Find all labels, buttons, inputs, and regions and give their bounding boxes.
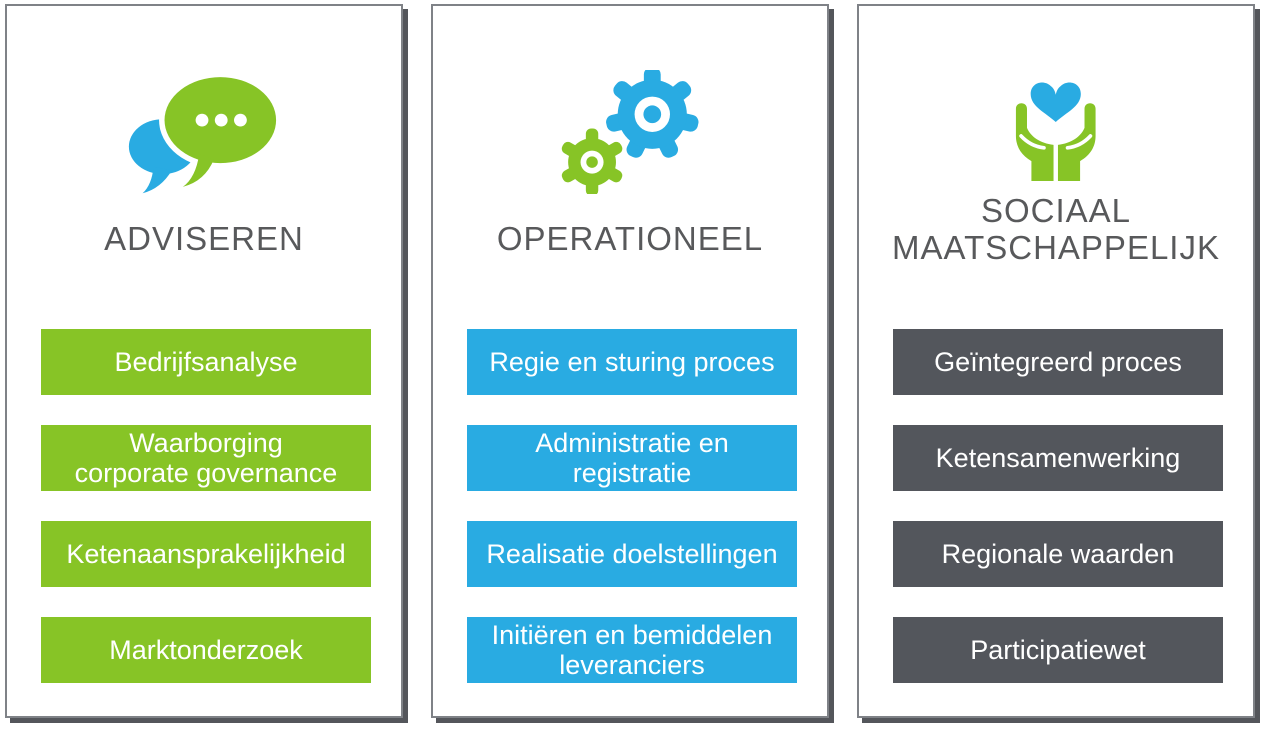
list-item: Ketensamenwerking xyxy=(893,425,1223,491)
panel-operationeel: OPERATIONEEL Regie en sturing proces Adm… xyxy=(431,4,829,718)
speech-bubbles-icon xyxy=(129,71,282,194)
blue-gear xyxy=(605,70,699,158)
hands-heart-icon xyxy=(1016,82,1098,181)
list-item: Geïntegreerd proces xyxy=(893,329,1223,395)
panel-title-operationeel: OPERATIONEEL xyxy=(496,220,764,257)
list-item: Realisatie doelstellingen xyxy=(467,521,797,587)
panel-sociaal-maatschappelijk: SOCIAAL MAATSCHAPPELIJK Geïntegreerd pro… xyxy=(857,4,1255,718)
list-item: Regionale waarden xyxy=(893,521,1223,587)
list-item: Initiëren en bemiddelen leveranciers xyxy=(467,617,797,683)
button-list-adviseren: Bedrijfsanalyse Waarborging corporate go… xyxy=(41,329,371,713)
list-item: Regie en sturing proces xyxy=(467,329,797,395)
panel-title-adviseren: ADVISEREN xyxy=(104,220,304,257)
list-item: Participatiewet xyxy=(893,617,1223,683)
button-list-operationeel: Regie en sturing proces Administratie en… xyxy=(467,329,797,713)
list-item: Ketenaansprakelijkheid xyxy=(41,521,371,587)
gears-icon xyxy=(561,70,699,194)
icon-box xyxy=(433,66,827,198)
list-item: Bedrijfsanalyse xyxy=(41,329,371,395)
green-bubble xyxy=(164,77,277,187)
panel-title-sociaal: SOCIAAL MAATSCHAPPELIJK xyxy=(892,192,1220,266)
hand-shape xyxy=(1016,103,1054,181)
list-item: Marktonderzoek xyxy=(41,617,371,683)
icon-box xyxy=(7,66,401,198)
list-item: Administratie en registratie xyxy=(467,425,797,491)
icon-box xyxy=(859,62,1253,182)
list-item: Waarborging corporate governance xyxy=(41,425,371,491)
bubble-dots xyxy=(195,113,247,127)
panel-adviseren: ADVISEREN Bedrijfsanalyse Waarborging co… xyxy=(5,4,403,718)
button-list-sociaal: Geïntegreerd proces Ketensamenwerking Re… xyxy=(893,329,1223,713)
heart-shape xyxy=(1030,82,1082,122)
green-gear xyxy=(561,128,623,194)
